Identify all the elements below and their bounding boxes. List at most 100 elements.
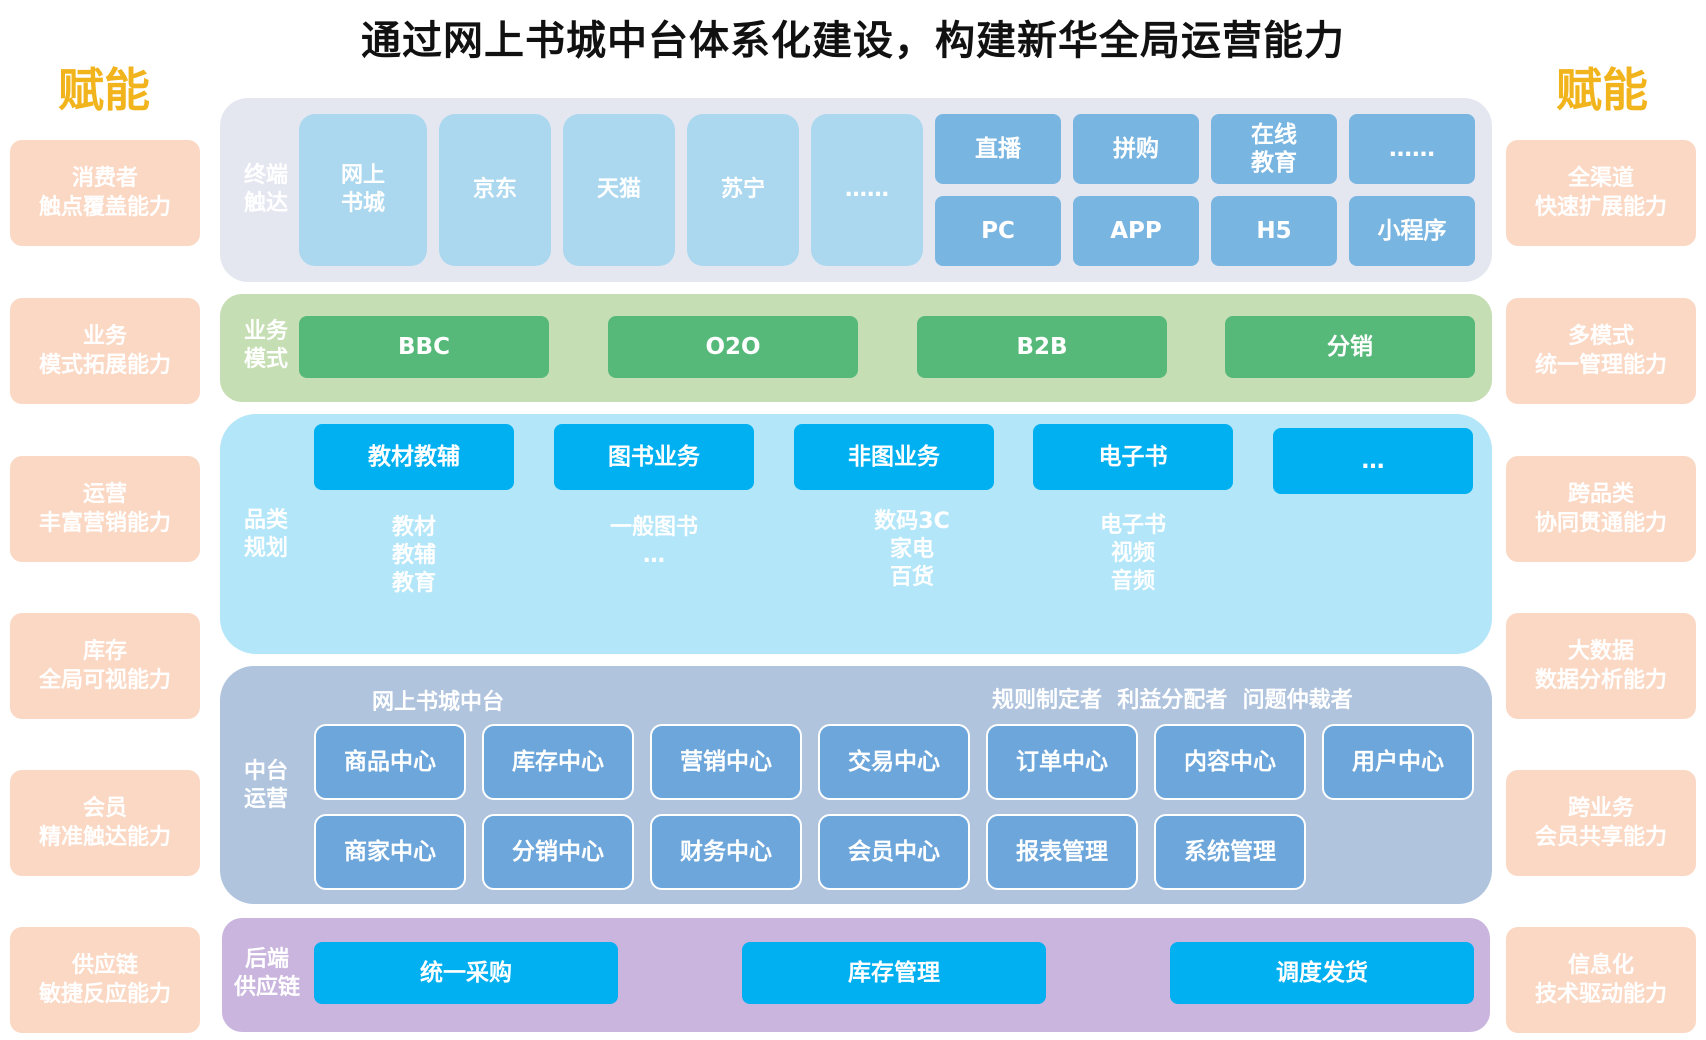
center-user[interactable]: 用户中心 bbox=[1322, 724, 1474, 800]
terminal-pc[interactable]: PC bbox=[935, 196, 1061, 266]
center-merchant[interactable]: 商家中心 bbox=[314, 814, 466, 890]
terminal-label-text: 在线 bbox=[1251, 122, 1297, 148]
terminal-mini-program[interactable]: 小程序 bbox=[1349, 196, 1475, 266]
right-card-channel: 全渠道 快速扩展能力 bbox=[1506, 140, 1696, 246]
left-card-line: 精准触达能力 bbox=[38, 825, 171, 850]
right-card-line: 统一管理能力 bbox=[1534, 353, 1667, 378]
center-system[interactable]: 系统管理 bbox=[1154, 814, 1306, 890]
channel-jd[interactable]: 京东 bbox=[439, 114, 551, 266]
center-label: 会员中心 bbox=[848, 839, 940, 865]
center-trade[interactable]: 交易中心 bbox=[818, 724, 970, 800]
channel-more[interactable]: …… bbox=[811, 114, 923, 266]
category-non-book[interactable]: 非图业务 bbox=[794, 424, 994, 490]
channel-label: 天猫 bbox=[596, 177, 641, 202]
center-label: 商家中心 bbox=[344, 839, 436, 865]
right-card-line: 协同贯通能力 bbox=[1534, 511, 1667, 536]
center-label: 财务中心 bbox=[680, 839, 772, 865]
business-distribution[interactable]: 分销 bbox=[1225, 316, 1475, 378]
business-item-label: BBC bbox=[398, 334, 450, 360]
detail-line: 视频 bbox=[1110, 541, 1155, 566]
business-o2o[interactable]: O2O bbox=[608, 316, 858, 378]
channel-label: 苏宁 bbox=[720, 177, 765, 202]
left-card-line: 库存 bbox=[82, 639, 127, 664]
center-order[interactable]: 订单中心 bbox=[986, 724, 1138, 800]
left-card-inventory: 库存 全局可视能力 bbox=[10, 613, 200, 719]
terminal-label-text: 小程序 bbox=[1377, 218, 1447, 244]
terminal-online-edu[interactable]: 在线教育 bbox=[1211, 114, 1337, 184]
center-marketing[interactable]: 营销中心 bbox=[650, 724, 802, 800]
supply-procurement[interactable]: 统一采购 bbox=[314, 942, 618, 1004]
category-item-label: 教材教辅 bbox=[368, 444, 460, 470]
label-line: 终端 bbox=[243, 163, 288, 188]
category-more[interactable]: … bbox=[1273, 428, 1473, 494]
left-card-line: 敏捷反应能力 bbox=[38, 982, 171, 1007]
category-item-label: 图书业务 bbox=[608, 444, 700, 470]
supply-inventory[interactable]: 库存管理 bbox=[742, 942, 1046, 1004]
label-line: 运营 bbox=[243, 787, 288, 812]
category-books[interactable]: 图书业务 bbox=[554, 424, 754, 490]
supply-item-label: 调度发货 bbox=[1276, 960, 1368, 986]
detail-line: 教材 bbox=[391, 515, 436, 540]
supply-item-label: 库存管理 bbox=[848, 960, 940, 986]
channel-online-bookstore[interactable]: 网上书城 bbox=[299, 114, 427, 266]
center-inventory[interactable]: 库存中心 bbox=[482, 724, 634, 800]
channel-label: 网上 bbox=[340, 163, 385, 188]
supply-label: 后端 供应链 bbox=[226, 946, 308, 1002]
terminal-label-text: 教育 bbox=[1251, 150, 1297, 176]
category-ebook[interactable]: 电子书 bbox=[1033, 424, 1233, 490]
detail-line: 电子书 bbox=[1099, 513, 1166, 538]
category-detail-books: 一般图书 … bbox=[574, 514, 734, 570]
left-card-line: 全局可视能力 bbox=[38, 668, 171, 693]
center-content[interactable]: 内容中心 bbox=[1154, 724, 1306, 800]
center-finance[interactable]: 财务中心 bbox=[650, 814, 802, 890]
terminal-more[interactable]: …… bbox=[1349, 114, 1475, 184]
right-card-line: 快速扩展能力 bbox=[1534, 195, 1667, 220]
terminal-label-text: …… bbox=[1389, 136, 1435, 162]
empower-title-left: 赋能 bbox=[58, 63, 150, 117]
left-card-line: 会员 bbox=[82, 796, 127, 821]
detail-line: 教辅 bbox=[391, 543, 436, 568]
supply-dispatch[interactable]: 调度发货 bbox=[1170, 942, 1474, 1004]
category-textbook[interactable]: 教材教辅 bbox=[314, 424, 514, 490]
left-card-line: 模式拓展能力 bbox=[38, 353, 171, 378]
terminal-label: 终端 触达 bbox=[236, 162, 296, 218]
business-bbc[interactable]: BBC bbox=[299, 316, 549, 378]
detail-line: 一般图书 bbox=[609, 515, 698, 540]
terminal-label-text: 拼购 bbox=[1113, 136, 1159, 162]
left-card-line: 业务 bbox=[82, 324, 127, 349]
center-label: 用户中心 bbox=[1352, 749, 1444, 775]
center-member[interactable]: 会员中心 bbox=[818, 814, 970, 890]
center-distribution[interactable]: 分销中心 bbox=[482, 814, 634, 890]
label-line: 品类 bbox=[243, 508, 288, 533]
terminal-label-text: APP bbox=[1110, 218, 1162, 244]
right-card-line: 数据分析能力 bbox=[1534, 668, 1667, 693]
center-label: 营销中心 bbox=[680, 749, 772, 775]
empower-title-right: 赋能 bbox=[1556, 63, 1648, 117]
channel-tmall[interactable]: 天猫 bbox=[563, 114, 675, 266]
category-item-label: 电子书 bbox=[1098, 444, 1168, 470]
left-card-operation: 运营 丰富营销能力 bbox=[10, 456, 200, 562]
center-label: 商品中心 bbox=[344, 749, 436, 775]
category-detail-ebook: 电子书 视频 音频 bbox=[1053, 512, 1213, 596]
category-detail-non-book: 数码3C 家电 百货 bbox=[832, 508, 992, 592]
detail-line: 教育 bbox=[391, 571, 436, 596]
center-label: 交易中心 bbox=[848, 749, 940, 775]
business-item-label: 分销 bbox=[1327, 334, 1373, 360]
terminal-app[interactable]: APP bbox=[1073, 196, 1199, 266]
center-product[interactable]: 商品中心 bbox=[314, 724, 466, 800]
channel-suning[interactable]: 苏宁 bbox=[687, 114, 799, 266]
terminal-live[interactable]: 直播 bbox=[935, 114, 1061, 184]
category-item-label: … bbox=[1361, 448, 1385, 474]
center-label: 系统管理 bbox=[1184, 839, 1276, 865]
label-line: 触达 bbox=[243, 191, 288, 216]
center-label: 报表管理 bbox=[1016, 839, 1108, 865]
left-card-line: 运营 bbox=[82, 482, 127, 507]
left-card-supply: 供应链 敏捷反应能力 bbox=[10, 927, 200, 1033]
terminal-group-buy[interactable]: 拼购 bbox=[1073, 114, 1199, 184]
center-report[interactable]: 报表管理 bbox=[986, 814, 1138, 890]
business-b2b[interactable]: B2B bbox=[917, 316, 1167, 378]
label-line: 规划 bbox=[243, 536, 288, 561]
left-card-member: 会员 精准触达能力 bbox=[10, 770, 200, 876]
right-card-category: 跨品类 协同贯通能力 bbox=[1506, 456, 1696, 562]
terminal-h5[interactable]: H5 bbox=[1211, 196, 1337, 266]
